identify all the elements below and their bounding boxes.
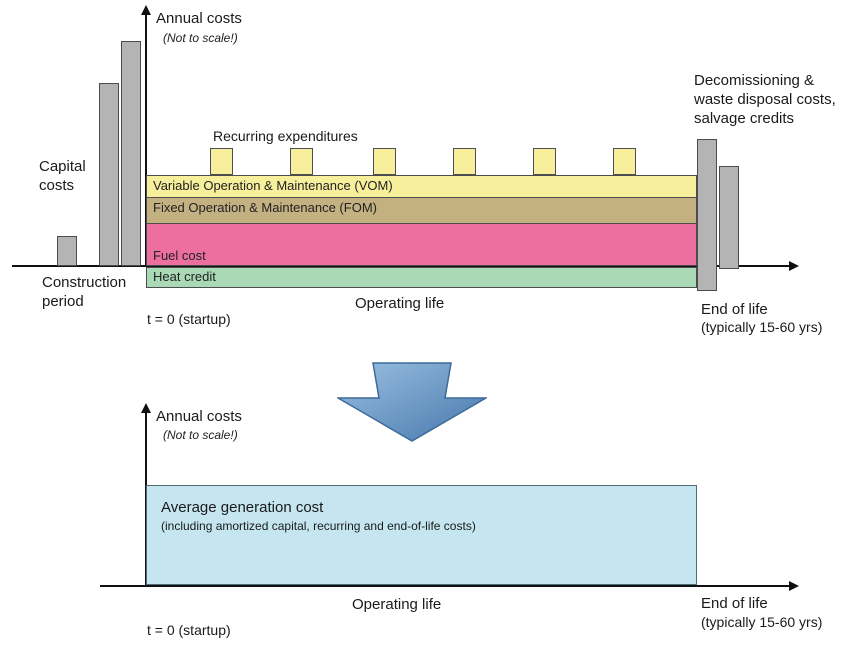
bottom-x-axis-arrowhead — [789, 581, 799, 591]
heat-credit-band-label: Heat credit — [153, 269, 216, 284]
bottom-end-of-life-sub: (typically 15-60 yrs) — [701, 614, 823, 630]
average-generation-cost-title: Average generation cost — [161, 499, 324, 516]
recurring-tick-2 — [290, 148, 313, 175]
average-generation-cost-box: Average generation cost (including amort… — [146, 485, 697, 585]
vom-band: Variable Operation & Maintenance (VOM) — [146, 175, 697, 198]
bottom-x-axis — [100, 585, 790, 587]
heat-credit-band: Heat credit — [146, 267, 697, 288]
top-x-axis — [12, 265, 790, 267]
fom-band-label: Fixed Operation & Maintenance (FOM) — [153, 200, 377, 215]
recurring-tick-1 — [210, 148, 233, 175]
decommissioning-bar-1 — [697, 139, 717, 291]
bottom-end-of-life-label: End of life — [701, 595, 768, 612]
fom-band: Fixed Operation & Maintenance (FOM) — [146, 197, 697, 224]
average-generation-cost-subtitle: (including amortized capital, recurring … — [161, 519, 476, 533]
recurring-expenditures-label: Recurring expenditures — [213, 128, 358, 144]
top-end-of-life-sub: (typically 15-60 yrs) — [701, 319, 823, 335]
bottom-startup-label: t = 0 (startup) — [147, 622, 231, 638]
top-operating-life-label: Operating life — [355, 295, 445, 312]
recurring-tick-6 — [613, 148, 636, 175]
fuel-band: Fuel cost — [146, 223, 697, 266]
capital-costs-label: Capital costs — [39, 158, 86, 194]
transform-down-arrow-icon — [337, 362, 487, 442]
bottom-y-axis-label: Annual costs — [156, 408, 242, 425]
decommissioning-label: Decomissioning & waste disposal costs, s… — [694, 72, 836, 127]
top-y-axis-arrowhead — [141, 5, 151, 15]
bottom-scale-note: (Not to scale!) — [163, 428, 238, 442]
vom-band-label: Variable Operation & Maintenance (VOM) — [153, 178, 393, 193]
top-startup-label: t = 0 (startup) — [147, 311, 231, 327]
capital-bar-1 — [57, 236, 77, 266]
top-y-axis — [145, 14, 147, 267]
top-x-axis-arrowhead — [789, 261, 799, 271]
construction-period-label: Construction period — [42, 274, 127, 310]
capital-bar-2 — [99, 83, 119, 266]
capital-bar-3 — [121, 41, 141, 266]
recurring-tick-3 — [373, 148, 396, 175]
recurring-tick-5 — [533, 148, 556, 175]
top-end-of-life-label: End of life — [701, 301, 768, 318]
bottom-y-axis-arrowhead — [141, 403, 151, 413]
top-scale-note: (Not to scale!) — [163, 31, 238, 45]
bottom-operating-life-label: Operating life — [352, 596, 442, 613]
decommissioning-bar-2 — [719, 166, 739, 269]
top-y-axis-label: Annual costs — [156, 10, 242, 27]
fuel-band-label: Fuel cost — [153, 248, 206, 263]
recurring-tick-4 — [453, 148, 476, 175]
